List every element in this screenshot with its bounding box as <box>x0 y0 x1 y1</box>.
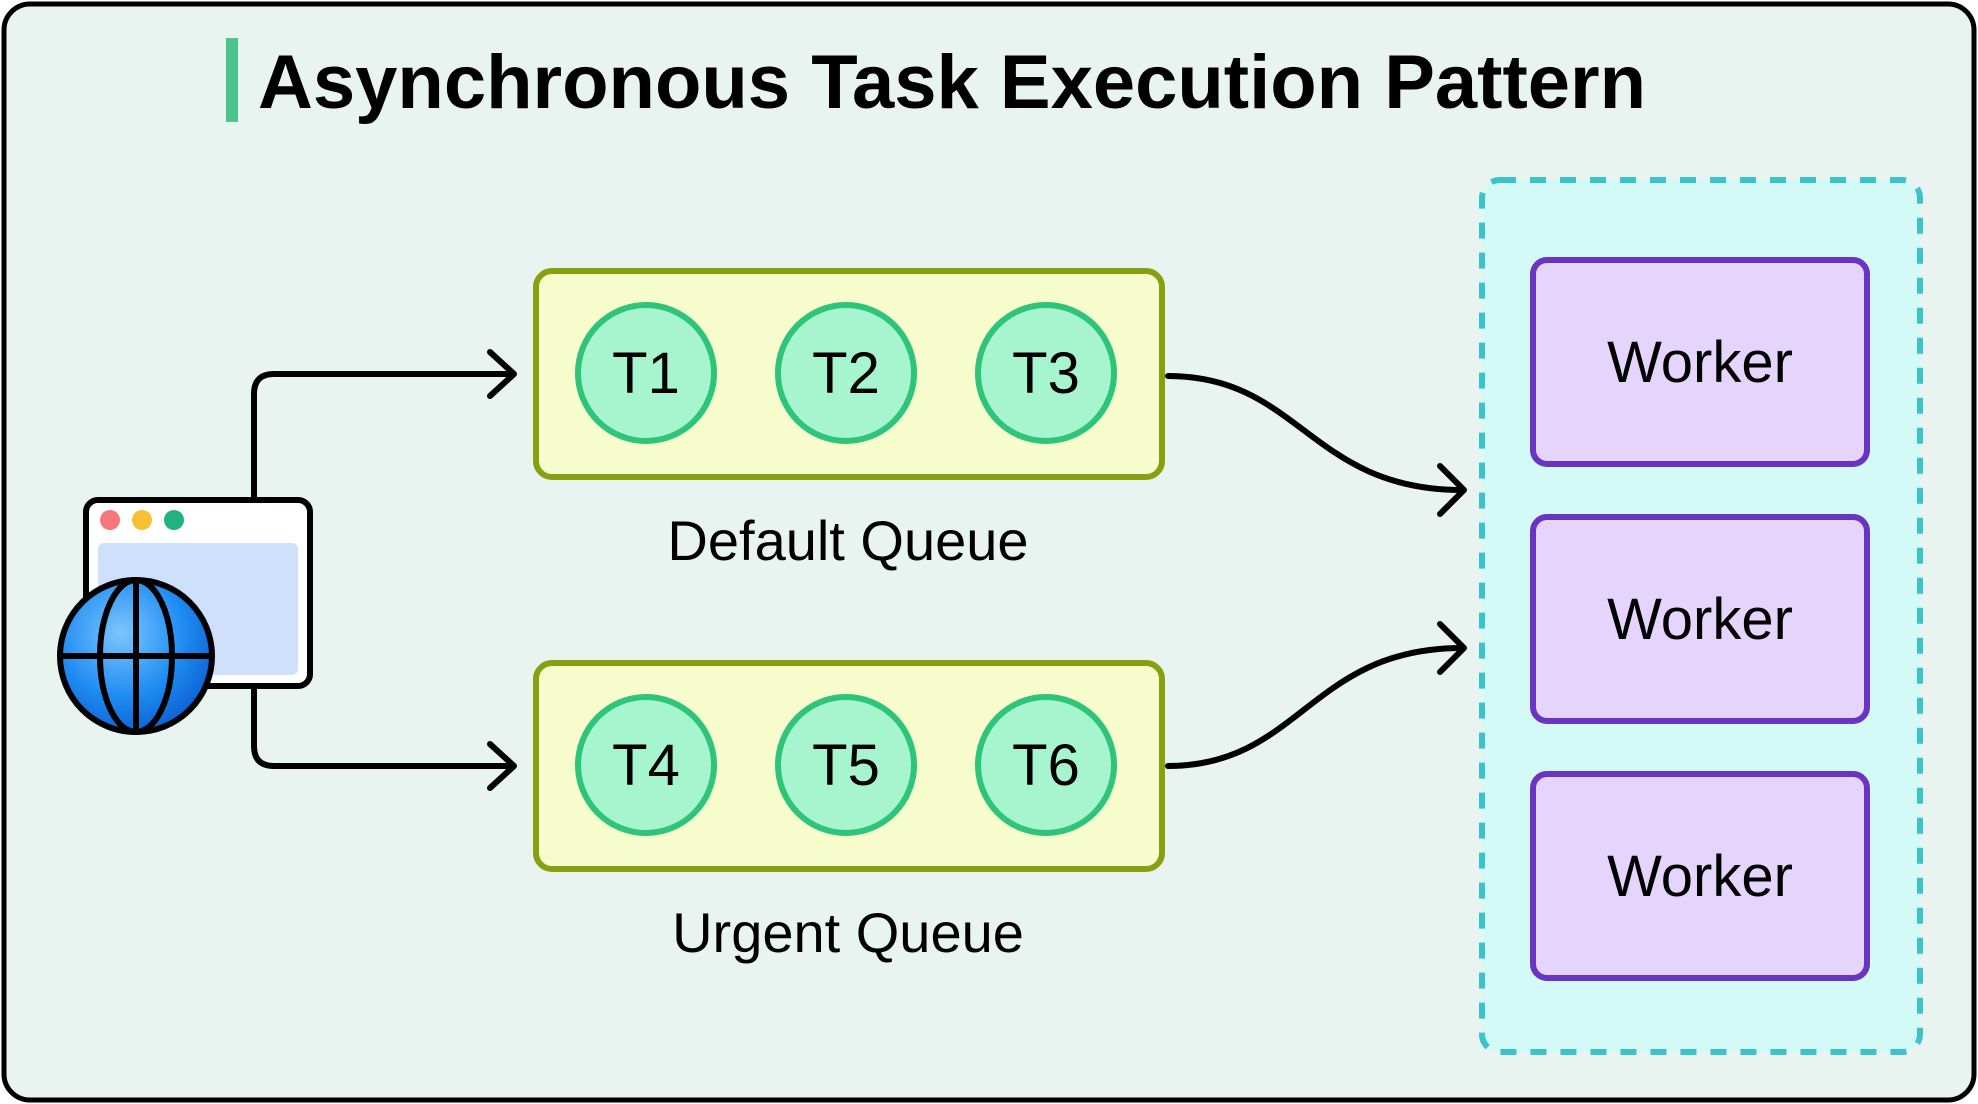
arrowhead <box>487 349 517 399</box>
default-queue-label: Default Queue <box>667 509 1028 572</box>
urgent-queue-label: Urgent Queue <box>672 901 1024 964</box>
task-label: T3 <box>1012 341 1080 406</box>
worker-box: Worker <box>1530 771 1870 981</box>
client-to-urgent-arrow <box>251 677 515 769</box>
task-label: T4 <box>612 733 680 798</box>
worker-box: Worker <box>1530 514 1870 724</box>
worker-label: Worker <box>1607 587 1793 652</box>
window-dot-yellow <box>132 510 152 530</box>
default-to-workers-arrow <box>1165 373 1465 493</box>
worker-box: Worker <box>1530 257 1870 467</box>
title-accent-bar <box>226 38 238 122</box>
task-label: T5 <box>812 733 880 798</box>
task-circle: T4 <box>575 694 717 836</box>
urgent-to-workers-arrow <box>1165 645 1465 769</box>
worker-label: Worker <box>1607 844 1793 909</box>
browser-globe-icon <box>57 497 313 735</box>
task-circle: T2 <box>775 302 917 444</box>
task-circle: T3 <box>975 302 1117 444</box>
arrowhead <box>1437 621 1467 675</box>
task-label: T1 <box>612 341 680 406</box>
globe-icon <box>57 577 215 735</box>
task-circle: T1 <box>575 302 717 444</box>
task-circle: T5 <box>775 694 917 836</box>
task-label: T2 <box>812 341 880 406</box>
task-label: T6 <box>1012 733 1080 798</box>
arrowhead <box>1437 463 1467 517</box>
worker-label: Worker <box>1607 330 1793 395</box>
task-circle: T6 <box>975 694 1117 836</box>
window-dot-green <box>164 510 184 530</box>
arrowhead <box>487 741 517 791</box>
diagram-title: Asynchronous Task Execution Pattern <box>258 40 1646 125</box>
window-dot-red <box>100 510 120 530</box>
client-to-default-arrow <box>251 371 515 501</box>
